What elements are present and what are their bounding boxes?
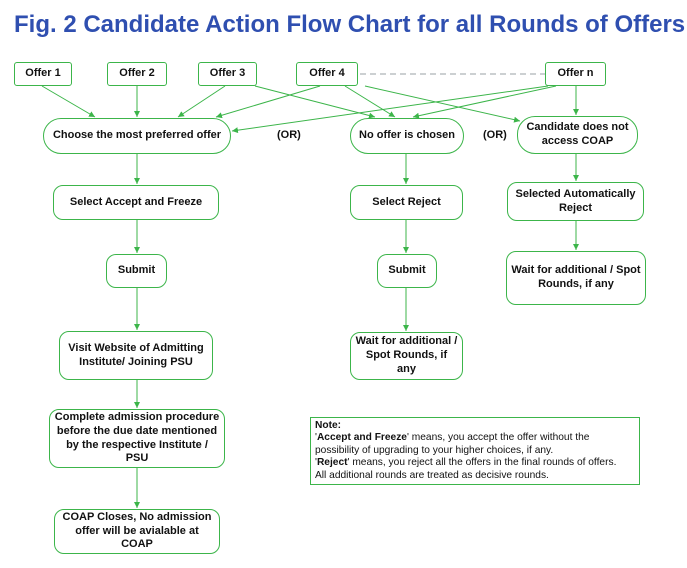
note-text-reject: means, you reject all the offers in the …	[349, 457, 617, 469]
note-line-accept-freeze: 'Accept and Freeze' means, you accept th…	[315, 432, 590, 456]
offer-3-box: Offer 3	[198, 62, 257, 86]
accept-freeze-label: Select Accept and Freeze	[69, 195, 203, 208]
submit-left-node: Submit	[106, 254, 167, 288]
wait-right-node: Wait for additional / Spot Rounds, if an…	[506, 251, 646, 305]
no-access-label: Candidate does not access COAP	[526, 121, 629, 147]
no-offer-node: No offer is chosen	[350, 118, 464, 154]
wait-mid-node: Wait for additional / Spot Rounds, if an…	[350, 332, 463, 380]
arrow-offer1-choose	[41, 85, 96, 118]
visit-website-label: Visit Website of Admitting Institute/ Jo…	[68, 341, 204, 368]
submit-left-label: Submit	[117, 264, 156, 277]
note-line-reject: 'Reject' means, you reject all the offer…	[315, 457, 617, 469]
arrow-offer4-nooffer	[344, 85, 396, 118]
choose-preferred-node: Choose the most preferred offer	[43, 118, 231, 154]
note-line-additional-rounds: All additional rounds are treated as dec…	[315, 469, 549, 481]
arrow-offer4-choose	[215, 85, 321, 119]
wait-right-label: Wait for additional / Spot Rounds, if an…	[511, 264, 641, 290]
offer-4-box: Offer 4	[296, 62, 358, 86]
or-label-left: (OR)	[277, 129, 301, 141]
offer-2-label: Offer 2	[119, 67, 155, 80]
or-label-right: (OR)	[483, 129, 507, 141]
auto-reject-label: Selected Automatically Reject	[515, 187, 636, 214]
submit-mid-node: Submit	[377, 254, 437, 288]
note-box: Note: 'Accept and Freeze' means, you acc…	[310, 417, 640, 485]
offer-2-box: Offer 2	[107, 62, 167, 86]
auto-reject-node: Selected Automatically Reject	[507, 182, 644, 221]
arrow-offer3-choose	[177, 85, 226, 118]
arrow-offern-choose	[231, 85, 549, 134]
note-heading: Note:	[315, 420, 342, 431]
no-access-node: Candidate does not access COAP	[517, 116, 638, 154]
wait-mid-label: Wait for additional / Spot Rounds, if an…	[355, 335, 458, 375]
accept-freeze-node: Select Accept and Freeze	[53, 185, 219, 220]
select-reject-label: Select Reject	[372, 195, 441, 208]
offer-n-box: Offer n	[545, 62, 606, 86]
coap-closes-node: COAP Closes, No admission offer will be …	[54, 509, 220, 554]
select-reject-node: Select Reject	[350, 185, 463, 220]
note-term-reject: Reject	[316, 457, 348, 469]
offer-1-box: Offer 1	[14, 62, 72, 86]
offer-4-label: Offer 4	[309, 67, 345, 80]
complete-admission-node: Complete admission procedure before the …	[49, 409, 225, 468]
page-title: Fig. 2 Candidate Action Flow Chart for a…	[14, 11, 686, 38]
arrow-offer3-nooffer	[254, 85, 376, 119]
complete-admission-label: Complete admission procedure before the …	[54, 411, 220, 465]
offer-n-label: Offer n	[557, 67, 594, 80]
visit-website-node: Visit Website of Admitting Institute/ Jo…	[59, 331, 213, 380]
coap-closes-label: COAP Closes, No admission offer will be …	[62, 510, 212, 551]
submit-mid-label: Submit	[388, 264, 426, 277]
choose-preferred-label: Choose the most preferred offer	[52, 129, 222, 142]
offer-3-label: Offer 3	[209, 67, 246, 80]
note-text-accept-freeze: means, you accept the offer without the …	[315, 432, 590, 456]
arrow-offer4-noaccess	[364, 85, 521, 123]
offer-1-label: Offer 1	[25, 67, 61, 80]
arrow-offern-nooffer	[412, 85, 557, 119]
note-term-accept-freeze: Accept and Freeze	[316, 432, 407, 444]
no-offer-label: No offer is chosen	[359, 129, 455, 142]
